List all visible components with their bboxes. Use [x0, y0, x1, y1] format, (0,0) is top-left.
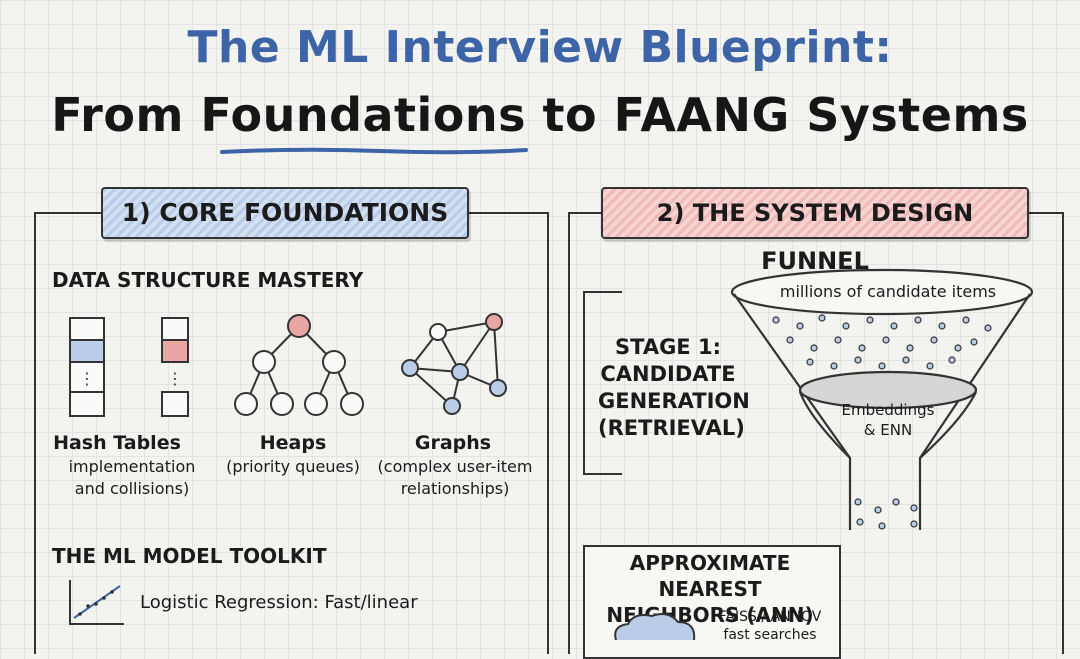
stage-line-3: GENERATION: [598, 389, 750, 413]
stage-line-4: (RETRIEVAL): [598, 416, 745, 440]
hash-ellipsis: ⋮: [167, 369, 183, 388]
heaps-desc: (priority queues): [226, 457, 360, 476]
title-highlight: Foundations: [200, 88, 527, 142]
logistic-regression-text: Logistic Regression: Fast/linear: [140, 592, 418, 613]
hash-tables-desc-2: and collisions): [74, 479, 190, 498]
hash-tables-desc-1: implementation: [68, 457, 196, 476]
funnel-inner-line-1: Embeddings: [841, 401, 935, 419]
graphs-desc-1: (complex user-item: [377, 457, 533, 476]
ann-title: APPROXIMATE NEAREST NEIGHBORS (ANN): [583, 550, 837, 628]
stage-line-2: CANDIDATE: [600, 362, 736, 386]
title-prefix: From: [51, 88, 201, 142]
hash-ellipsis: ⋮: [79, 369, 95, 388]
graphs-desc-2: relationships): [400, 479, 510, 498]
graphs-label: Graphs: [414, 432, 492, 454]
title-suffix: to FAANG Systems: [526, 88, 1029, 142]
data-structure-heading: DATA STRUCTURE MASTERY: [52, 268, 364, 292]
title-line-1: The ML Interview Blueprint:: [187, 22, 893, 73]
heaps-label: Heaps: [259, 432, 327, 454]
system-design-badge: 2) THE SYSTEM DESIGN FUNNEL: [601, 187, 1029, 275]
ann-tool-line-2: fast searches: [723, 627, 817, 643]
ml-toolkit-heading: THE ML MODEL TOOLKIT: [52, 544, 327, 568]
hash-tables-label: Hash Tables: [53, 432, 181, 454]
ann-tools: FAISS / ANNOV fast searches: [700, 608, 840, 644]
stage-bracket: [583, 291, 622, 475]
hash-table-icon: ⋮ ⋮: [69, 317, 189, 417]
stage-1-label: STAGE 1: CANDIDATE GENERATION (RETRIEVAL…: [598, 334, 750, 442]
system-funnel-diagram: [730, 268, 1034, 530]
heap-tree-icon: [234, 314, 364, 416]
ann-title-line-1: APPROXIMATE NEAREST: [629, 551, 791, 601]
cloud-icon: [614, 613, 696, 640]
core-foundations-badge: 1) CORE FOUNDATIONS: [101, 187, 469, 239]
regression-plot-icon: [69, 580, 124, 625]
title-underline: [220, 147, 528, 155]
stage-line-1: STAGE 1:: [615, 335, 721, 359]
funnel-top-label: millions of candidate items: [779, 282, 997, 301]
ann-tool-line-1: FAISS / ANNOV: [718, 609, 822, 625]
title-line-2: From Foundations to FAANG Systems: [0, 88, 1080, 142]
graph-network-icon: [401, 313, 507, 415]
funnel-inner-line-2: & ENN: [863, 421, 913, 439]
funnel-inner-label: Embeddings & ENN: [820, 400, 956, 440]
